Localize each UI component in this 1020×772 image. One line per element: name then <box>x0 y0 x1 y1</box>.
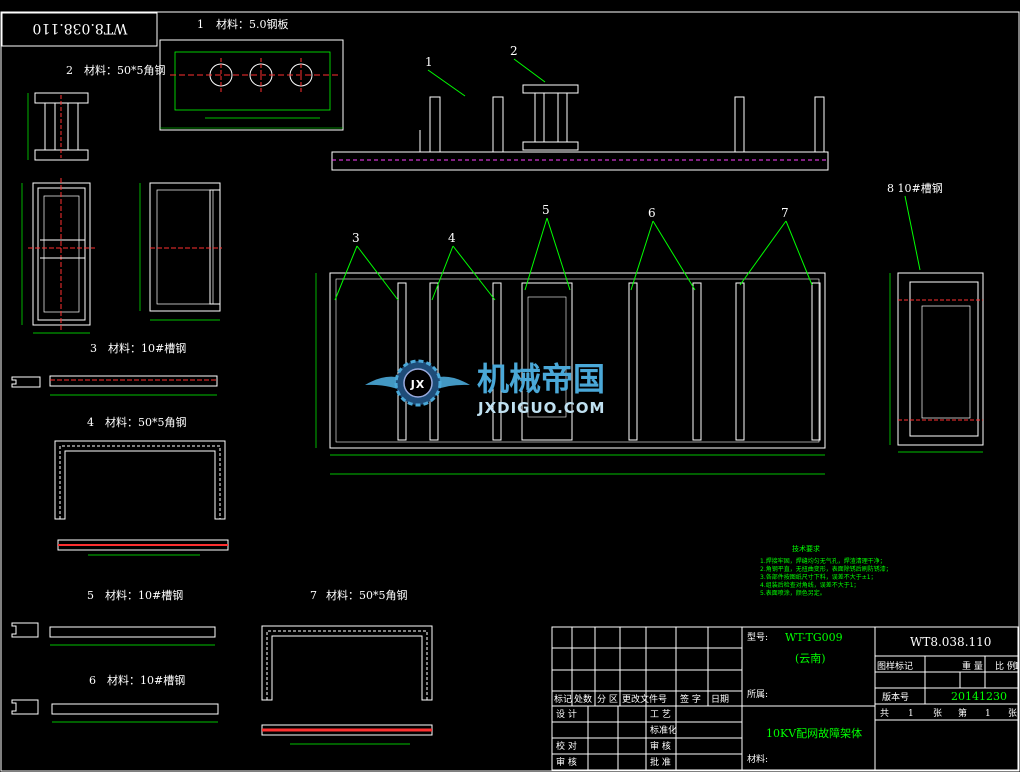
side-callout-label: 8 10#槽钢 <box>887 182 943 195</box>
svg-text:3: 3 <box>352 231 360 245</box>
svg-text:4.组装后检查对角线，误差不大于1；: 4.组装后检查对角线，误差不大于1； <box>760 581 860 589</box>
part-7-material: 材料：50*5角钢 <box>326 588 408 602</box>
svg-text:签 字: 签 字 <box>680 693 701 705</box>
part-1-number: 1 <box>197 18 204 31</box>
svg-text:7: 7 <box>781 206 789 220</box>
part-1-plate: 1 材料：5.0钢板 <box>159 17 344 131</box>
model-value: WT-TG009 <box>785 631 843 644</box>
svg-text:标记: 标记 <box>554 693 572 705</box>
svg-text:共: 共 <box>880 708 889 719</box>
callout-2: 2 <box>510 44 546 83</box>
title-block: 标记 处数 分 区 更改文件号 签 字 日期 设 计 校 对 审 核 工 艺 标… <box>551 626 1020 771</box>
tech-notes-title: 技术要求 <box>792 544 820 553</box>
part-5-material: 材料：10#槽钢 <box>105 588 183 602</box>
part-4-angle-frame: 4 材料：50*5角钢 <box>54 415 229 556</box>
svg-text:设 计: 设 计 <box>556 708 577 720</box>
svg-text:1: 1 <box>985 709 991 719</box>
part-5-channel: 5 材料：10#槽钢 <box>11 588 216 646</box>
watermark: JX 机械帝国 JXDIGUO.COM <box>365 359 605 417</box>
svg-text:重 量: 重 量 <box>962 660 983 672</box>
right-side-view: 8 10#槽钢 <box>887 182 984 453</box>
svg-text:审 核: 审 核 <box>650 740 671 752</box>
part-3-number: 3 <box>90 342 97 355</box>
drawing-border <box>0 11 1020 772</box>
svg-text:处数: 处数 <box>574 693 592 705</box>
svg-text:批 准: 批 准 <box>650 756 671 768</box>
part-6-number: 6 <box>89 674 96 687</box>
left-end-view <box>21 178 95 334</box>
part-4-material: 材料：50*5角钢 <box>105 415 187 429</box>
callout-1: 1 <box>425 55 466 97</box>
drawing-number-rotated: WT8.038.110 <box>33 20 128 36</box>
svg-text:5.表面喷涂，颜色另定。: 5.表面喷涂，颜色另定。 <box>760 589 826 597</box>
part-2-material: 材料：50*5角钢 <box>84 63 166 77</box>
product-name: 10KV配网故障架体 <box>766 726 862 740</box>
part-2-number: 2 <box>66 64 73 77</box>
svg-text:3.各部件按图纸尺寸下料，误差不大于±1；: 3.各部件按图纸尺寸下料，误差不大于±1； <box>760 573 877 581</box>
part-6-material: 材料：10#槽钢 <box>107 673 185 687</box>
part-3-channel: 3 材料：10#槽钢 <box>11 341 218 396</box>
svg-text:工 艺: 工 艺 <box>650 709 671 720</box>
callout-7: 7 <box>739 206 813 286</box>
svg-text:审 核: 审 核 <box>556 756 577 768</box>
belong-label: 所属: <box>747 689 768 700</box>
part-6-channel: 6 材料：10#槽钢 <box>11 673 219 723</box>
svg-text:图样标记: 图样标记 <box>877 660 913 672</box>
title-drawing-number: WT8.038.110 <box>910 635 991 649</box>
svg-text:1.焊接牢固，焊缝均匀无气孔，焊渣清理干净；: 1.焊接牢固，焊缝均匀无气孔，焊渣清理干净； <box>760 557 886 565</box>
part-3-material: 材料：10#槽钢 <box>108 341 186 355</box>
gear-logo-icon: JX <box>365 359 470 407</box>
part-5-number: 5 <box>87 589 94 602</box>
svg-text:更改文件号: 更改文件号 <box>622 693 667 705</box>
callout-4: 4 <box>431 231 496 301</box>
model-region: (云南) <box>795 652 826 665</box>
svg-text:6: 6 <box>648 206 656 220</box>
left-side-view <box>139 182 222 321</box>
main-front-view <box>315 272 826 475</box>
svg-text:1: 1 <box>908 709 914 719</box>
svg-text:1: 1 <box>425 55 433 69</box>
svg-text:JX: JX <box>410 378 426 391</box>
svg-text:5: 5 <box>542 203 550 217</box>
svg-text:2: 2 <box>510 44 518 58</box>
svg-text:张: 张 <box>1008 708 1017 719</box>
callout-6: 6 <box>630 206 696 291</box>
svg-text:1: 1 <box>1014 662 1020 672</box>
svg-text:第: 第 <box>958 707 967 719</box>
svg-text:2.角钢平直，无扭曲变形，表面除锈后刷防锈漆；: 2.角钢平直，无扭曲变形，表面除锈后刷防锈漆； <box>760 565 892 573</box>
part-2-angle-frame: 2 材料：50*5角钢 <box>27 63 166 161</box>
svg-text:版本号: 版本号 <box>882 691 909 703</box>
model-label: 型号: <box>747 632 768 643</box>
top-assembly-view <box>331 84 829 171</box>
part-4-number: 4 <box>87 416 94 429</box>
svg-text:比 例: 比 例 <box>995 660 1016 672</box>
svg-text:标准化: 标准化 <box>650 724 677 736</box>
svg-text:日期: 日期 <box>711 694 729 705</box>
callout-3: 3 <box>334 231 399 301</box>
svg-text:4: 4 <box>448 231 456 245</box>
drawing-number-stamp: WT8.038.110 <box>1 12 158 47</box>
callout-5: 5 <box>524 203 571 291</box>
title-date: 20141230 <box>951 690 1007 703</box>
watermark-cn: 机械帝国 <box>477 360 605 398</box>
technical-notes: 技术要求 1.焊接牢固，焊缝均匀无气孔，焊渣清理干净； 2.角钢平直，无扭曲变形… <box>760 544 892 597</box>
svg-text:校 对: 校 对 <box>556 740 577 752</box>
svg-text:分 区: 分 区 <box>597 694 618 705</box>
svg-text:张: 张 <box>933 708 942 719</box>
part-1-material: 材料：5.0钢板 <box>216 17 289 31</box>
watermark-en: JXDIGUO.COM <box>477 399 605 417</box>
material-label: 材料: <box>747 753 768 765</box>
part-7-angle-frame: 7 材料：50*5角钢 <box>261 588 433 745</box>
part-7-number: 7 <box>310 589 317 602</box>
